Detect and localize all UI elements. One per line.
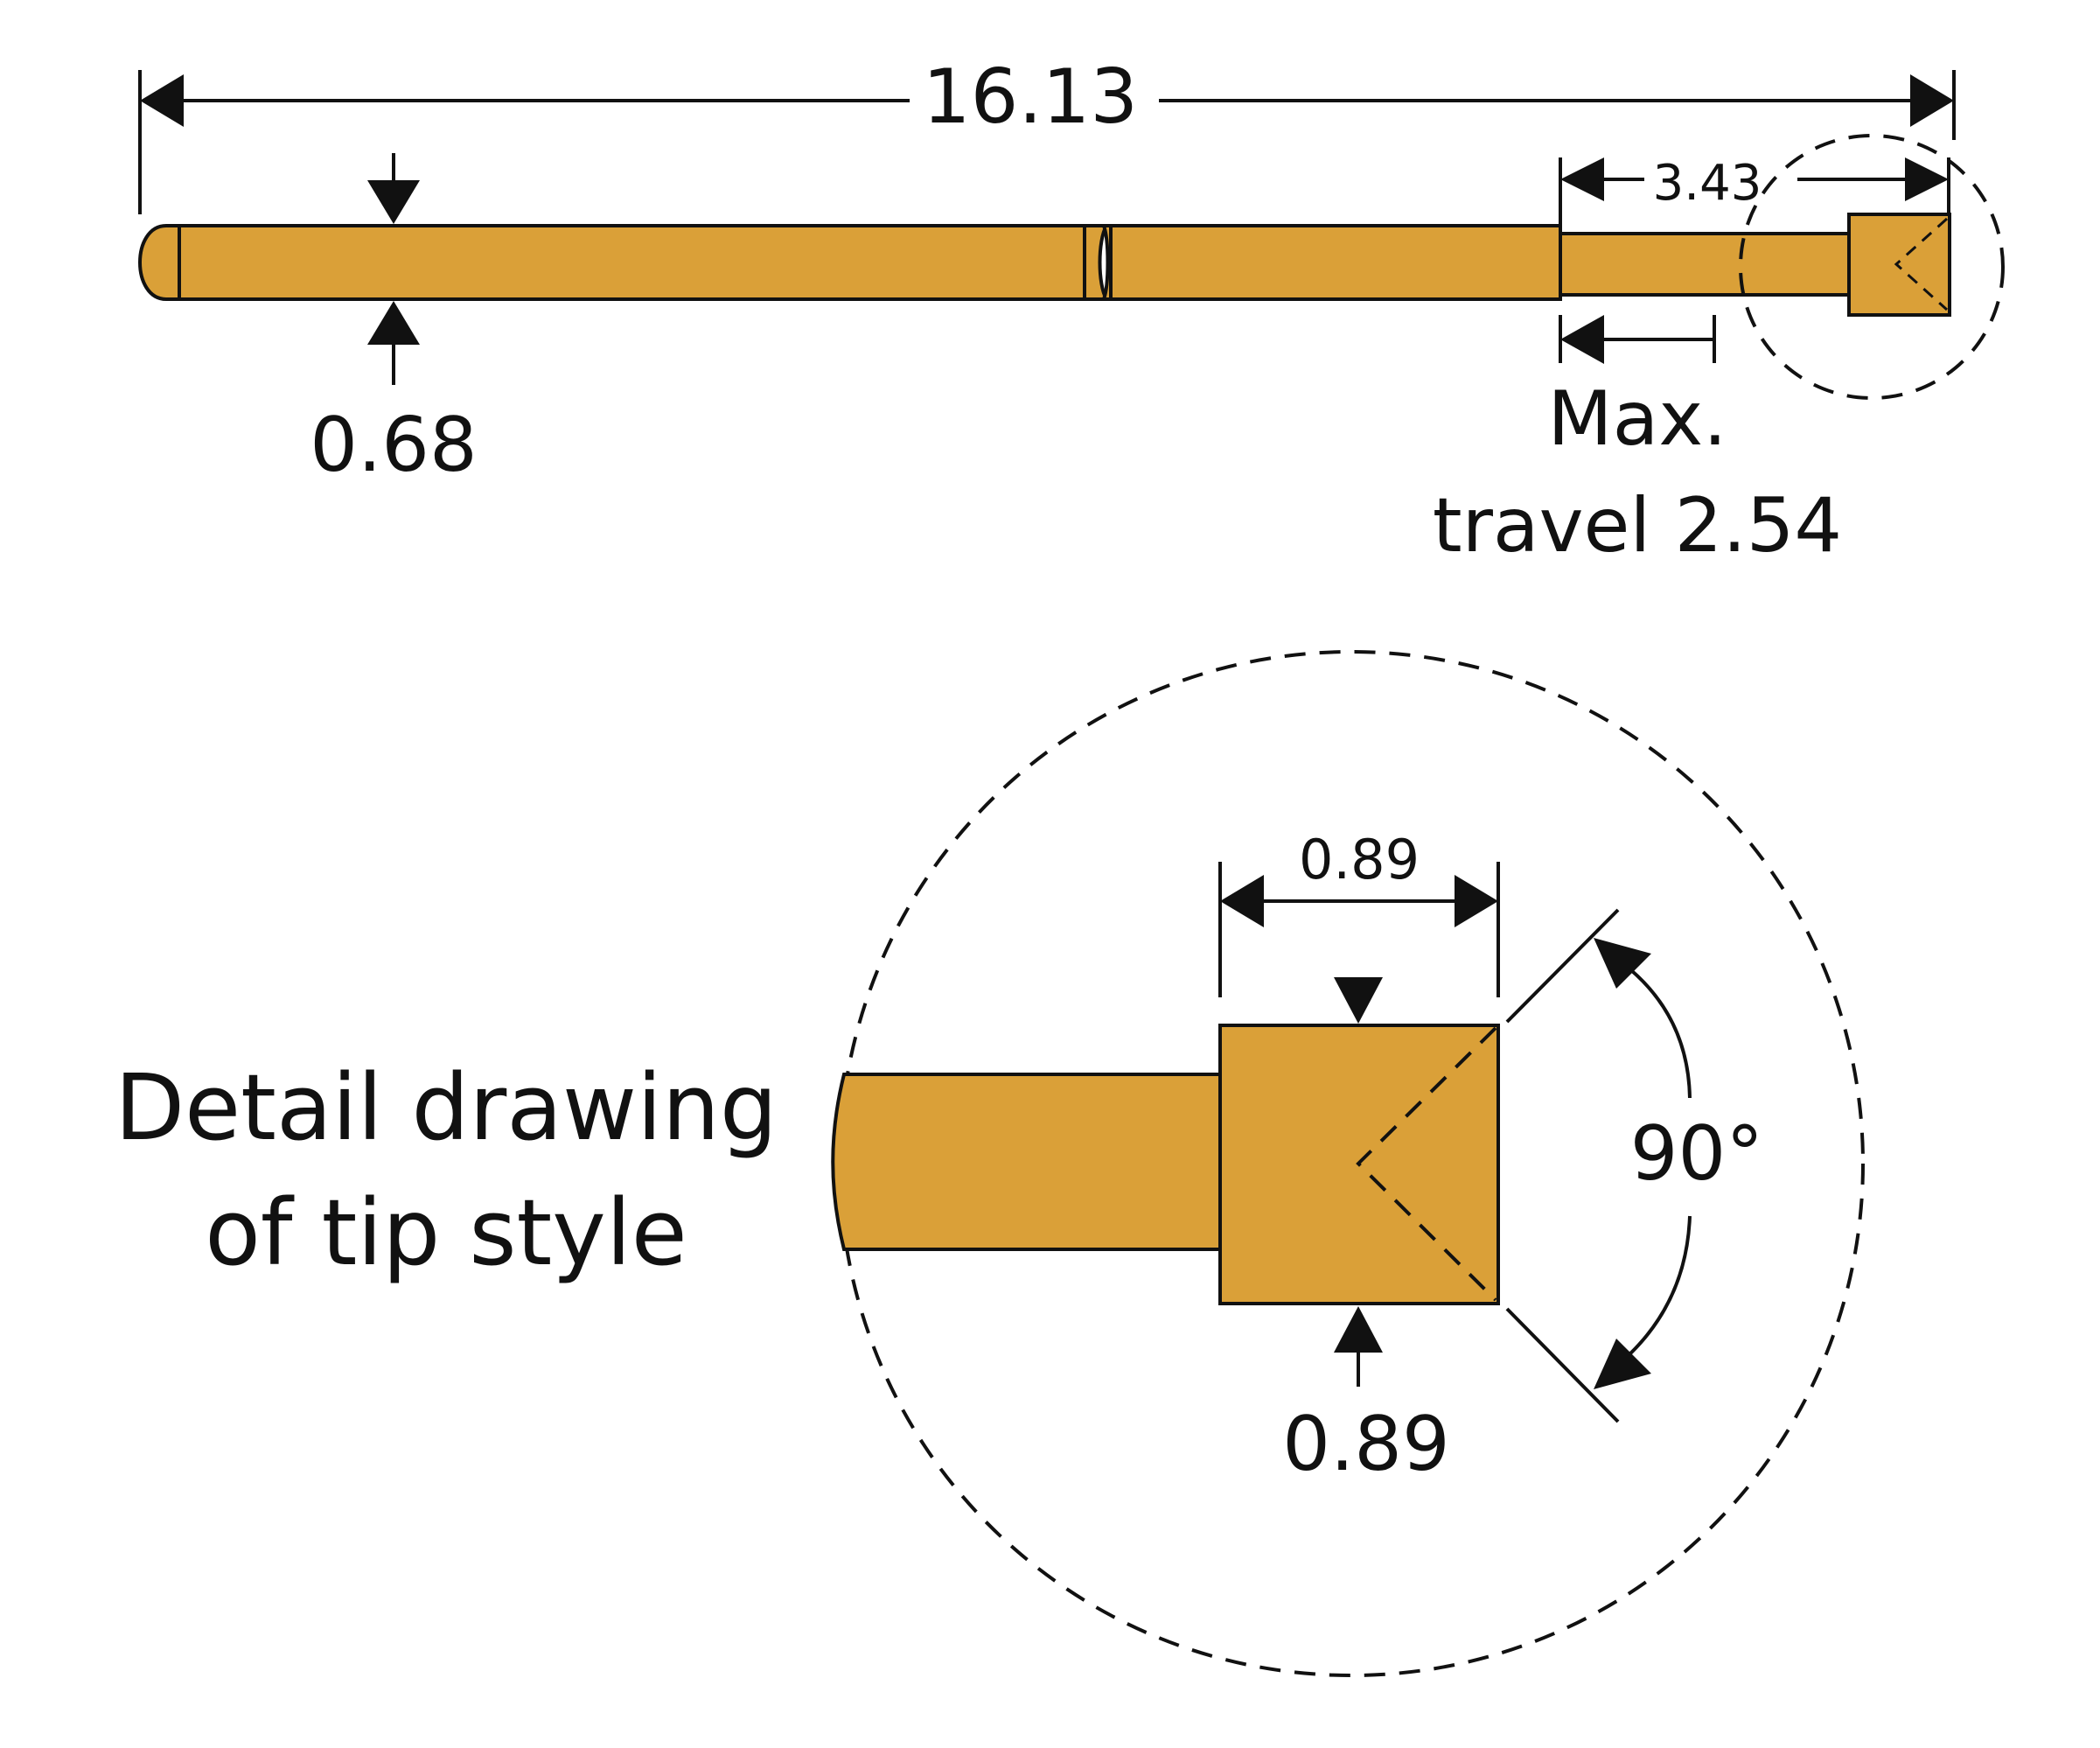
- plunger-length-dimension: 3.43: [1559, 155, 1950, 226]
- caption-line-2: of tip style: [205, 1179, 687, 1286]
- tip-height-label: 0.89: [1282, 1401, 1449, 1488]
- tip-height-dimension: 0.89: [1282, 977, 1450, 1488]
- arrow-up: [367, 301, 420, 345]
- angle-extension-upper: [1505, 908, 1620, 1024]
- tip-angle-label: 90°: [1630, 1110, 1763, 1198]
- barrel-diameter-dimension: 0.68: [310, 153, 478, 489]
- tip-detail-view: [831, 1024, 1500, 1305]
- plunger-shaft: [1559, 232, 1851, 297]
- angle-arrow-upper: [1594, 938, 1651, 989]
- tip-head: [1847, 213, 1951, 317]
- overall-length-dimension: 16.13: [138, 53, 1956, 214]
- max-travel-label-line2: travel 2.54: [1433, 482, 1842, 570]
- travel-arrow: [1560, 315, 1604, 364]
- tip-angle-dimension: 90°: [1505, 908, 1763, 1423]
- arrow-right: [1910, 74, 1954, 127]
- overall-length-label: 16.13: [923, 53, 1138, 141]
- arrow-down: [367, 180, 420, 224]
- arrow-3.43-right: [1905, 157, 1949, 201]
- barrel-diameter-label: 0.68: [310, 402, 477, 489]
- caption-line-1: Detail drawing: [115, 1054, 778, 1161]
- arrow-left: [140, 74, 184, 127]
- detail-plunger-shaft: [831, 1073, 1222, 1251]
- max-travel-dimension: Max. travel 2.54: [1433, 315, 1842, 570]
- tip-height-arrow-up: [1334, 1306, 1383, 1353]
- barrel-right-section: [1109, 224, 1562, 301]
- tip-width-label: 0.89: [1299, 828, 1420, 891]
- arrow-3.43-left: [1560, 157, 1604, 201]
- pin-side-view: [138, 213, 1951, 317]
- max-travel-label-line1: Max.: [1547, 375, 1727, 463]
- tip-width-arrow-right: [1455, 875, 1498, 927]
- tip-width-arrow-left: [1220, 875, 1264, 927]
- detail-callout-circle-large: [838, 650, 1865, 1677]
- plunger-length-label: 3.43: [1653, 155, 1762, 212]
- detail-callout-circle-small: [1739, 134, 2005, 400]
- detail-crown-hidden-line: [1356, 1026, 1497, 1302]
- tip-height-arrow-down: [1334, 977, 1383, 1024]
- angle-extension-lower: [1505, 1307, 1620, 1423]
- barrel-groove: [1083, 224, 1110, 301]
- barrel-rounded-end: [138, 224, 181, 301]
- barrel-left-section: [178, 224, 1091, 301]
- angle-arrow-lower: [1594, 1339, 1651, 1389]
- detail-caption: Detail drawing of tip style: [115, 1054, 778, 1286]
- tip-crown-hidden-line: [1894, 217, 1949, 311]
- tip-width-dimension: 0.89: [1218, 828, 1500, 997]
